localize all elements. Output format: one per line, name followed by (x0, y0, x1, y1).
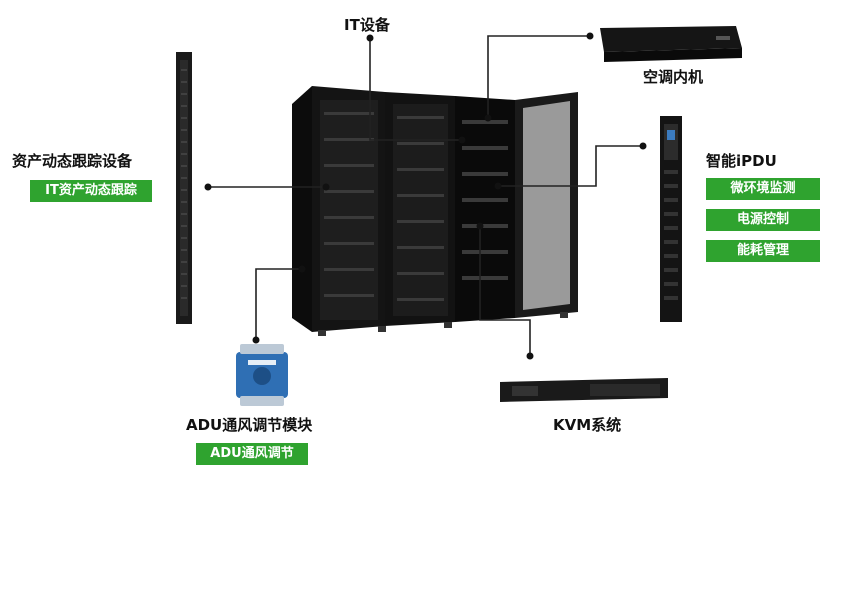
asset-strip-icon (176, 52, 192, 324)
adu-connector-line (255, 268, 302, 340)
adu-ventilation-tag: ADU通风调节 (196, 443, 308, 465)
adu-label: ADU通风调节模块 (186, 416, 313, 434)
env-monitor-tag: 微环境监测 (706, 178, 820, 200)
asset-device-label: 资产动态跟踪设备 (12, 152, 133, 170)
ipdu-connector-line (498, 145, 643, 187)
asset-tracking-tag: IT资产动态跟踪 (30, 180, 152, 202)
energy-mgmt-tag: 能耗管理 (706, 240, 820, 262)
adu-module-icon (236, 344, 288, 406)
kvm-connector-line (479, 226, 531, 356)
ipdu-label: 智能iPDU (706, 152, 777, 170)
kvm-label: KVM系统 (553, 416, 622, 434)
it-connector-line (369, 38, 462, 141)
power-control-tag: 电源控制 (706, 209, 820, 231)
ipdu-strip-icon (660, 116, 682, 322)
it-equipment-label: IT设备 (344, 16, 390, 34)
kvm-switch-icon (500, 378, 668, 402)
ac-unit-icon (600, 26, 742, 62)
ac-connector-line (487, 35, 590, 118)
ac-unit-label: 空调内机 (643, 68, 704, 86)
